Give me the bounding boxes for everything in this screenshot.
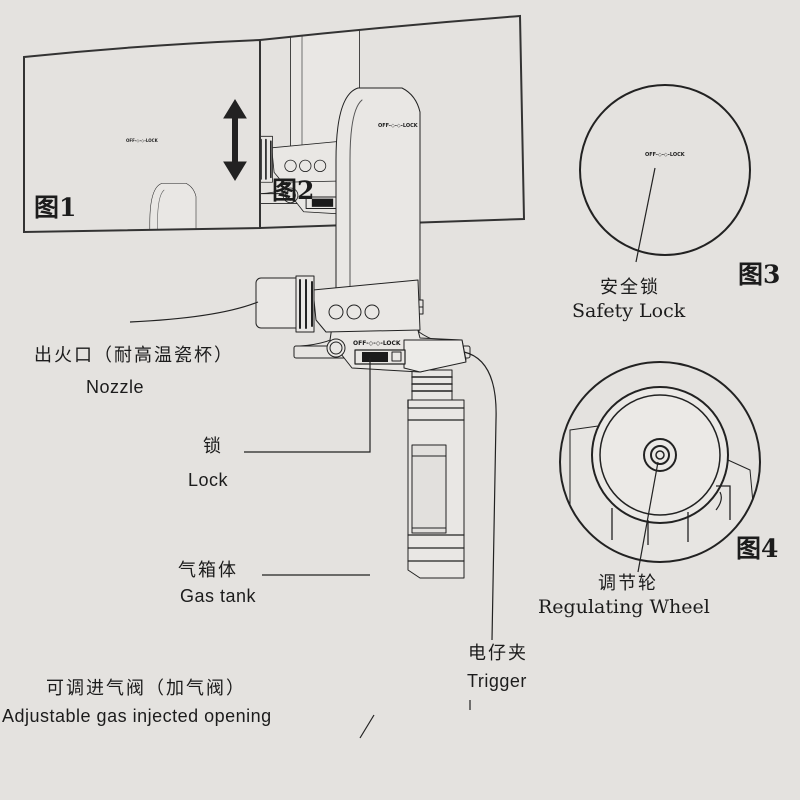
safety-lock-leader bbox=[635, 167, 656, 263]
nozzle-label-cn: 出火口（耐高温瓷杯） bbox=[34, 345, 234, 366]
gas-opening-label-cn: 可调进气阀（加气阀） bbox=[46, 678, 246, 699]
safety-lock-label-cn: 安全锁 bbox=[600, 277, 660, 298]
lock-label-cn: 锁 bbox=[203, 436, 223, 457]
nozzle-label-en: Nozzle bbox=[86, 377, 145, 397]
figure-4-regulating-wheel-detail bbox=[559, 361, 761, 573]
gas-opening-label-en: Adjustable gas injected opening bbox=[2, 706, 272, 726]
regulating-wheel-label-cn: 调节轮 bbox=[598, 573, 658, 594]
figure-2-label: 图2 bbox=[272, 176, 315, 205]
trigger-label-cn: 电仔夹 bbox=[468, 643, 528, 664]
figure-2-panel bbox=[259, 14, 526, 230]
main-leader-lines bbox=[129, 301, 497, 739]
lock-label-en: Lock bbox=[188, 470, 229, 490]
safety-lock-label-en: Safety Lock bbox=[572, 300, 686, 322]
gas-tank-label-cn: 气箱体 bbox=[178, 560, 238, 581]
up-down-arrow-icon bbox=[223, 99, 247, 181]
figure-1-label: 图1 bbox=[34, 193, 77, 222]
main-switch-label: OFF-◇-◇-LOCK bbox=[353, 340, 401, 347]
fig3-switch-label: OFF-◇-◇-LOCK bbox=[645, 152, 685, 158]
figure-3-label: 图3 bbox=[738, 260, 781, 289]
trigger-label-en: Trigger bbox=[467, 671, 527, 691]
figure-3-safety-lock-detail bbox=[579, 84, 751, 263]
fig1-switch-label: OFF-◇-◇-LOCK bbox=[126, 138, 158, 143]
figure-4-label: 图4 bbox=[736, 534, 779, 563]
regulating-wheel-label-en: Regulating Wheel bbox=[538, 596, 710, 618]
regulating-wheel-leader bbox=[637, 461, 659, 573]
gas-tank-label-en: Gas tank bbox=[180, 586, 257, 606]
fig2-switch-label: OFF-◇-◇-LOCK bbox=[378, 123, 418, 129]
